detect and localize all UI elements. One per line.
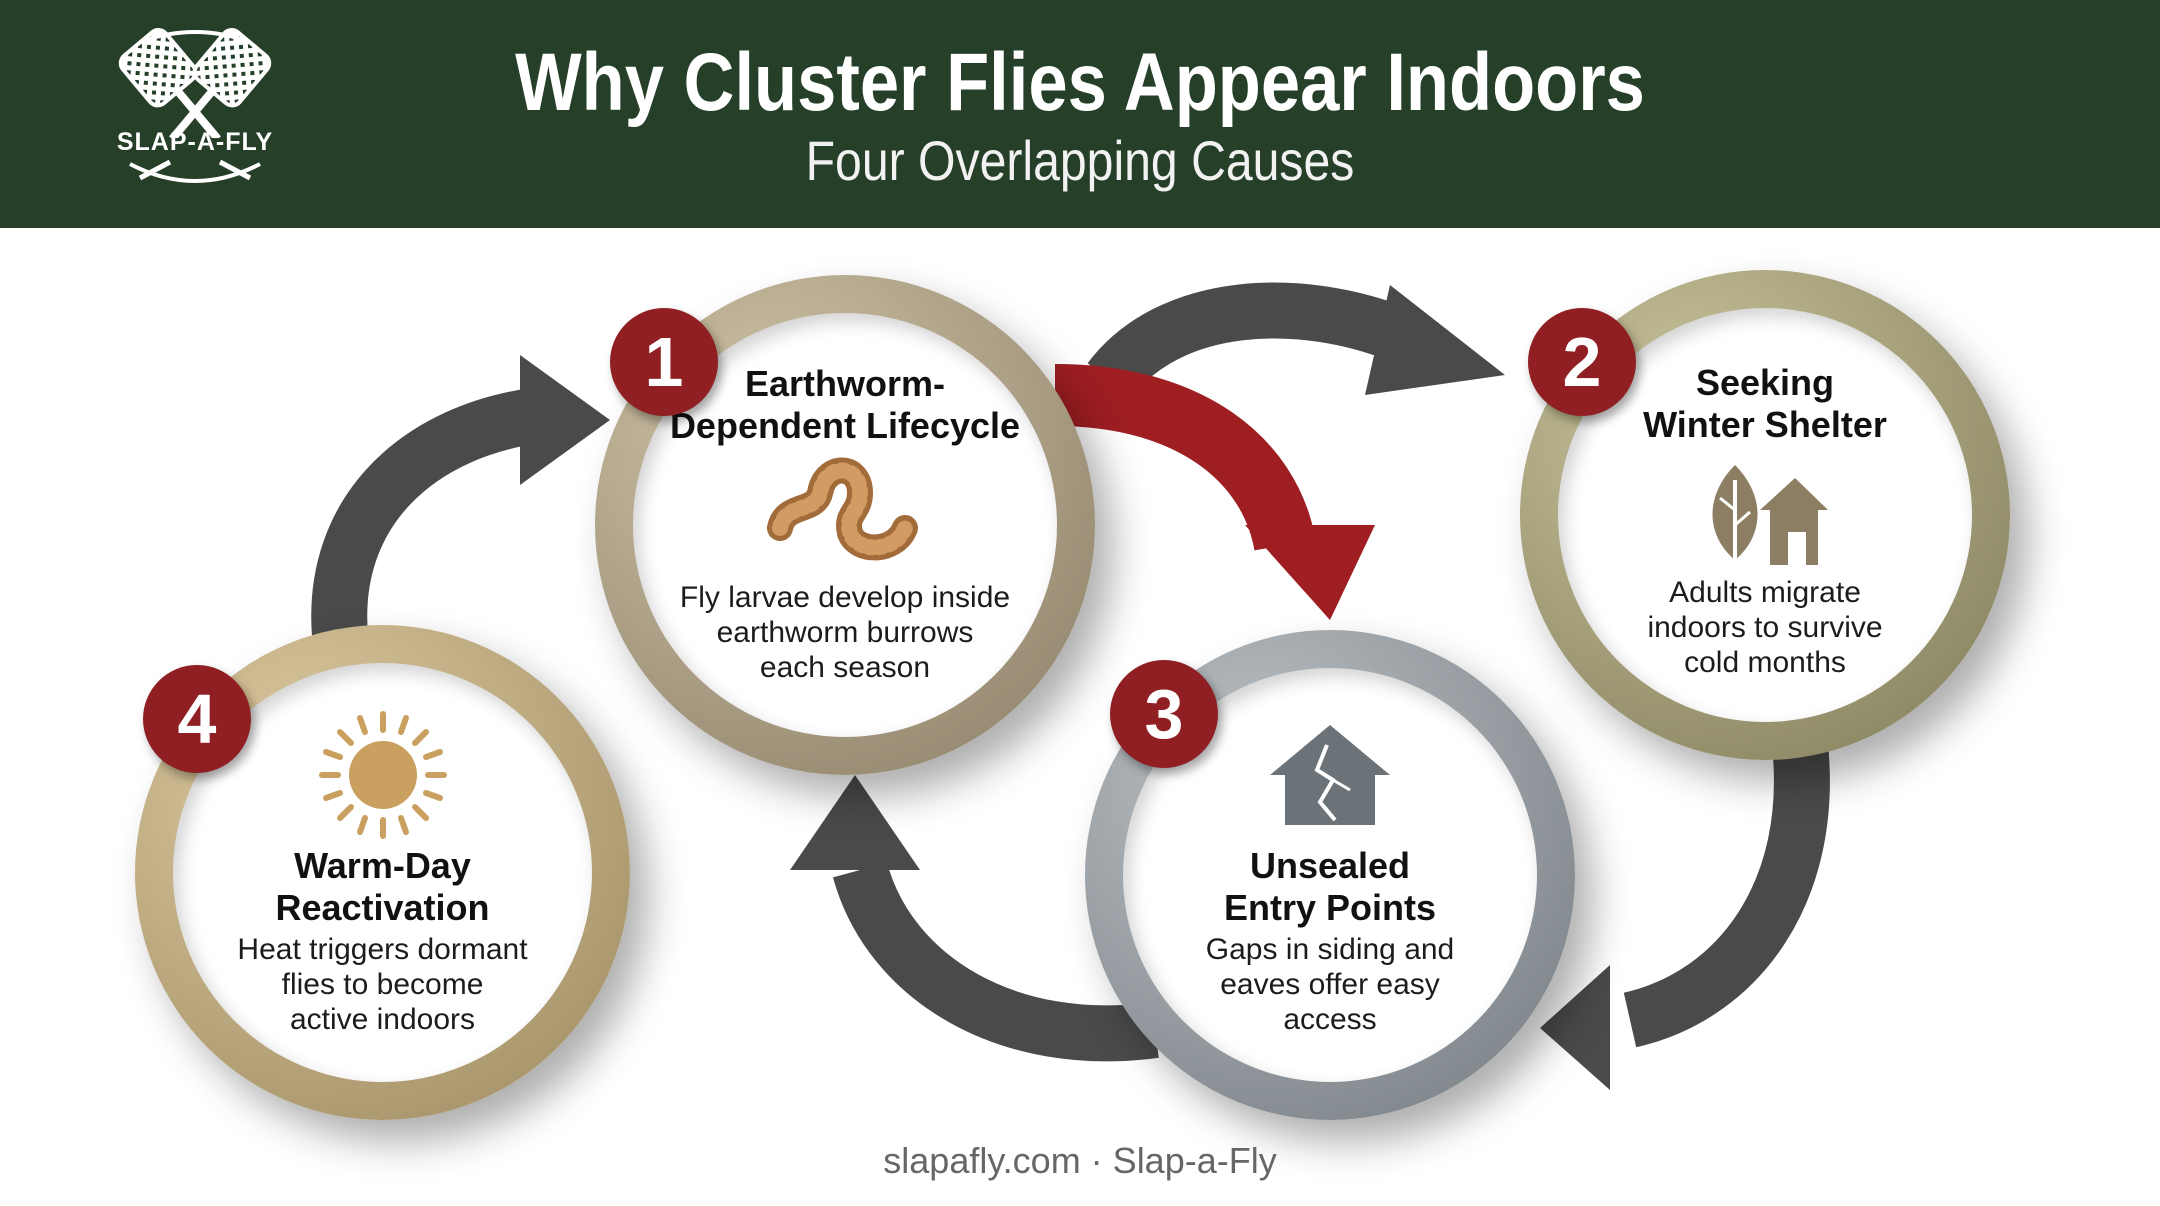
arrow-2-to-3	[1540, 742, 1830, 1090]
node-description: Adults migrate indoors to survive cold m…	[1647, 576, 1883, 679]
arrow-1-to-3	[1054, 364, 1375, 620]
header-banner: SLAP-A-FLY Why Cluster Flies Appear Indo…	[0, 0, 2160, 228]
node-description: Gaps in siding and eaves offer easy acce…	[1205, 933, 1455, 1036]
node-earthworm-lifecycle: Earthworm- Dependent Lifecycle Fly larva…	[595, 275, 1095, 775]
node-number-badge: 4	[143, 665, 251, 773]
arrow-3-to-1	[790, 775, 1159, 1062]
node-title: Warm-Day Reactivation	[275, 845, 490, 928]
page-subtitle: Four Overlapping Causes	[805, 129, 1355, 192]
earthworm-icon	[767, 457, 918, 561]
page-title: Why Cluster Flies Appear Indoors	[515, 37, 1645, 128]
sun-icon	[319, 711, 447, 839]
node-warm-day-reactivation: Warm-Day Reactivation Heat triggers dorm…	[135, 625, 630, 1120]
node-title: Seeking Winter Shelter	[1643, 362, 1887, 445]
node-unsealed-entry-points: Unsealed Entry Points Gaps in siding and…	[1085, 630, 1575, 1120]
logo: SLAP-A-FLY	[100, 28, 290, 188]
logo-underline-icon	[129, 159, 261, 183]
arrow-4-to-1	[311, 355, 610, 638]
node-description: Fly larvae develop inside earthworm burr…	[679, 581, 1011, 684]
node-number-badge: 3	[1110, 660, 1218, 768]
cracked-house-icon	[1270, 725, 1390, 825]
node-description: Heat triggers dormant flies to become ac…	[237, 933, 528, 1036]
node-number-badge: 2	[1528, 308, 1636, 416]
node-title: Unsealed Entry Points	[1223, 845, 1437, 928]
leaf-house-icon	[1712, 465, 1828, 565]
node-title: Earthworm- Dependent Lifecycle	[669, 363, 1021, 446]
arrow-1-to-2	[1087, 282, 1505, 398]
logo-wordmark: SLAP-A-FLY	[116, 128, 274, 156]
crossed-fly-swatters-icon	[118, 28, 272, 142]
node-winter-shelter: Seeking Winter Shelter Adults migrate in…	[1520, 270, 2010, 760]
footer-credit: slapafly.com · Slap-a-Fly	[883, 1140, 1277, 1181]
node-number-badge: 1	[610, 308, 718, 416]
